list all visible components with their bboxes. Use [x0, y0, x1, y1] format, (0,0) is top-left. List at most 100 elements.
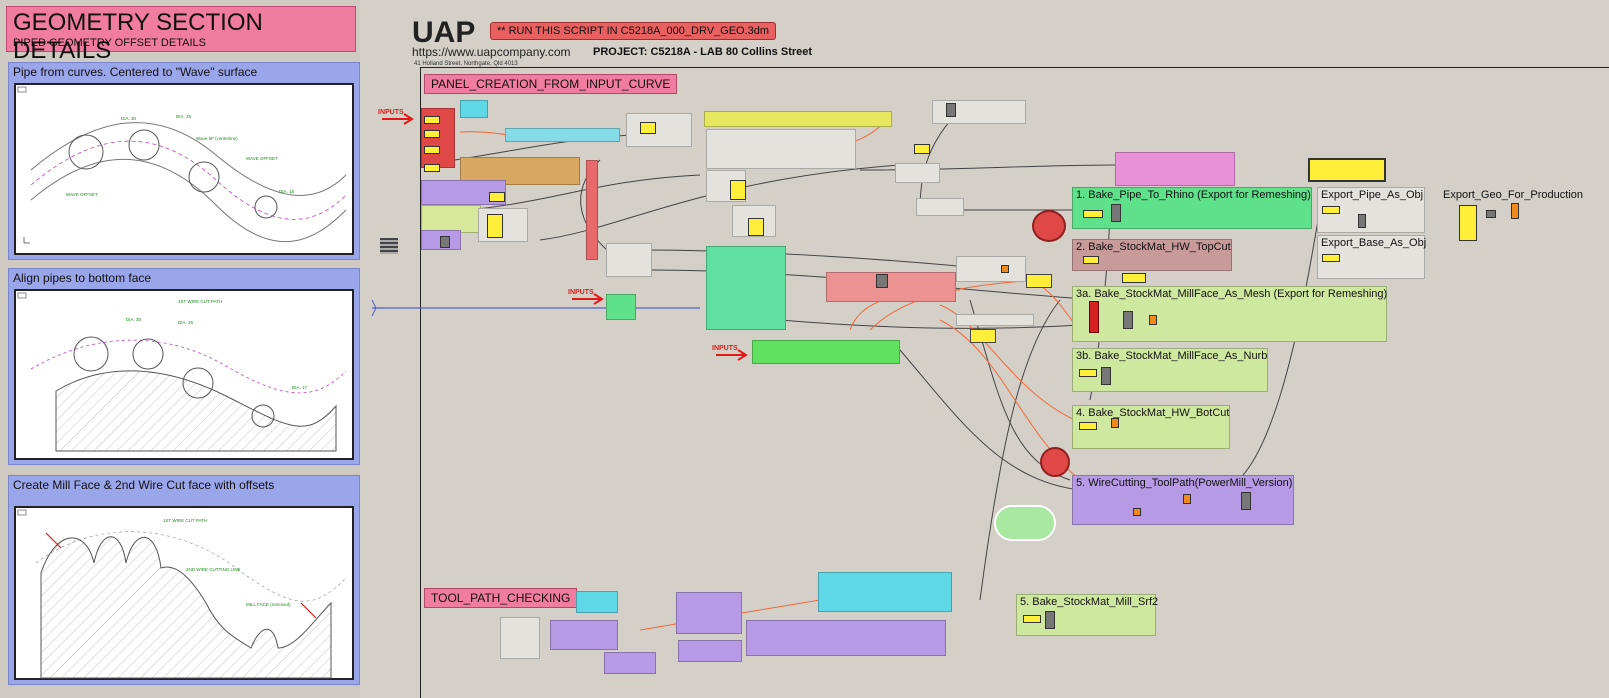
pipe-wave-drawing: DIA. 30 DIA. 25 Wave 5F (centerline) WAV…: [17, 86, 347, 244]
param-node[interactable]: [1079, 369, 1097, 377]
node-group-grey[interactable]: [626, 113, 692, 147]
section-header: Align pipes to bottom face: [13, 271, 152, 285]
component-node[interactable]: [1511, 203, 1519, 219]
node-group-cyan[interactable]: [460, 100, 488, 118]
node-group-red-vertical[interactable]: [586, 160, 598, 260]
component-node[interactable]: [1149, 315, 1157, 325]
inputs-arrow-icon: [382, 113, 414, 125]
node-group-cyan[interactable]: [818, 572, 952, 612]
section-drawing-frame: DIA. 30 1ST WIRE CUT PATH DIA. 26 DIA. 1…: [14, 289, 354, 460]
group-label: 4. Bake_StockMat_HW_BotCut: [1076, 407, 1230, 419]
node-group-green[interactable]: [706, 246, 786, 330]
node-group-cyan[interactable]: [505, 128, 620, 142]
section-mill-face: Create Mill Face & 2nd Wire Cut face wit…: [8, 475, 360, 685]
node-group-lime[interactable]: [421, 205, 481, 233]
yellow-panel[interactable]: [1308, 158, 1386, 182]
drawing-label: 2ND WIRE CUTTING LINE: [186, 567, 241, 572]
component-node[interactable]: [440, 236, 450, 248]
param-node[interactable]: [914, 144, 930, 154]
param-node[interactable]: [1083, 256, 1099, 264]
component-node[interactable]: [1001, 265, 1009, 273]
node-group-salmon[interactable]: [826, 272, 956, 302]
group-bake-mill-srf2[interactable]: 5. Bake_StockMat_Mill_Srf2: [1016, 594, 1158, 636]
component-node[interactable]: [876, 274, 888, 288]
node-group-purple[interactable]: [746, 620, 946, 656]
component-node[interactable]: [1101, 367, 1111, 385]
node-group-purple[interactable]: [678, 640, 742, 662]
node-group-grey[interactable]: [956, 314, 1034, 326]
section-drawing-frame: DIA. 30 DIA. 25 Wave 5F (centerline) WAV…: [14, 83, 354, 255]
company-url[interactable]: https://www.uapcompany.com: [412, 45, 571, 59]
sidebar-title: GEOMETRY SECTION DETAILS: [13, 9, 263, 64]
param-node[interactable]: [748, 218, 764, 236]
inputs-arrow-icon: [572, 293, 604, 305]
drawing-label: DIA. 30: [126, 317, 142, 322]
param-node[interactable]: [424, 146, 440, 154]
param-node[interactable]: [1023, 615, 1041, 623]
param-node[interactable]: [640, 122, 656, 134]
node-group-green[interactable]: [606, 294, 636, 320]
inputs-marker: INPUTS: [712, 345, 738, 352]
node-group-cyan[interactable]: [576, 591, 618, 613]
param-node[interactable]: [970, 329, 996, 343]
component-node[interactable]: [1111, 204, 1121, 222]
drawing-label: DIA. 17: [292, 385, 308, 390]
node-group-grey[interactable]: [478, 208, 528, 242]
group-bake-millface-mesh[interactable]: 3a. Bake_StockMat_MillFace_As_Mesh (Expo…: [1072, 286, 1387, 342]
component-node[interactable]: [1133, 508, 1141, 516]
param-node[interactable]: [1459, 205, 1477, 241]
list-node[interactable]: [380, 238, 398, 254]
node-group-grey[interactable]: [916, 198, 964, 216]
component-node[interactable]: [1045, 611, 1055, 629]
cluster-node-red[interactable]: [1032, 210, 1066, 242]
param-node[interactable]: [424, 164, 440, 172]
node-group-yellow[interactable]: [704, 111, 892, 127]
red-param-node[interactable]: [1089, 301, 1099, 333]
node-group-grey[interactable]: [500, 617, 540, 659]
param-node[interactable]: [424, 116, 440, 124]
component-node[interactable]: [1486, 210, 1496, 218]
panel-creation-label: PANEL_CREATION_FROM_INPUT_CURVE: [424, 74, 678, 94]
cluster-node-green[interactable]: [994, 505, 1056, 541]
component-node[interactable]: [1111, 418, 1119, 428]
node-group-purple[interactable]: [550, 620, 618, 650]
node-group-grey[interactable]: [895, 163, 940, 183]
node-group-pink[interactable]: [1115, 152, 1235, 186]
param-node[interactable]: [1322, 254, 1340, 262]
node-group-green[interactable]: [752, 340, 900, 364]
export-base-label: Export_Base_As_Obj: [1321, 237, 1427, 249]
node-group-purple[interactable]: [604, 652, 656, 674]
param-node[interactable]: [487, 214, 503, 238]
component-node[interactable]: [1358, 214, 1366, 228]
group-wirecutting-toolpath[interactable]: 5. WireCutting_ToolPath(PowerMill_Versio…: [1072, 475, 1294, 525]
inputs-marker: INPUTS: [568, 289, 594, 296]
param-node[interactable]: [1322, 206, 1340, 214]
cluster-node-red[interactable]: [1040, 447, 1070, 477]
component-node[interactable]: [1183, 494, 1191, 504]
uap-logo: UAP: [412, 16, 476, 49]
group-export-base[interactable]: Export_Base_As_Obj: [1317, 235, 1427, 279]
param-node[interactable]: [1083, 210, 1103, 218]
node-group-grey[interactable]: [606, 243, 652, 277]
tool-path-checking-label: TOOL_PATH_CHECKING: [424, 588, 578, 608]
param-node[interactable]: [1079, 422, 1097, 430]
param-node[interactable]: [489, 192, 505, 202]
group-export-pipe[interactable]: Export_Pipe_As_Obj: [1317, 187, 1425, 233]
group-bake-millface-nurb[interactable]: 3b. Bake_StockMat_MillFace_As_Nurb: [1072, 348, 1268, 392]
group-bake-botcut[interactable]: 4. Bake_StockMat_HW_BotCut: [1072, 405, 1230, 449]
component-node[interactable]: [946, 103, 956, 117]
param-node[interactable]: [1026, 274, 1052, 288]
node-group-grey[interactable]: [956, 256, 1026, 282]
drawing-label: MILL FACE (removed): [246, 602, 291, 607]
component-node[interactable]: [1241, 492, 1251, 510]
node-group-grey[interactable]: [706, 129, 856, 169]
component-node[interactable]: [1123, 311, 1133, 329]
node-group-purple[interactable]: [676, 592, 742, 634]
canvas-border-top: [420, 67, 1609, 68]
project-title: PROJECT: C5218A - LAB 80 Collins Street: [593, 46, 813, 58]
group-bake-pipe[interactable]: 1. Bake_Pipe_To_Rhino (Export for Remesh…: [1072, 187, 1312, 229]
group-bake-topcut[interactable]: 2. Bake_StockMat_HW_TopCut: [1072, 239, 1232, 271]
param-node[interactable]: [1122, 273, 1146, 283]
param-node[interactable]: [424, 130, 440, 138]
param-node[interactable]: [730, 180, 746, 200]
